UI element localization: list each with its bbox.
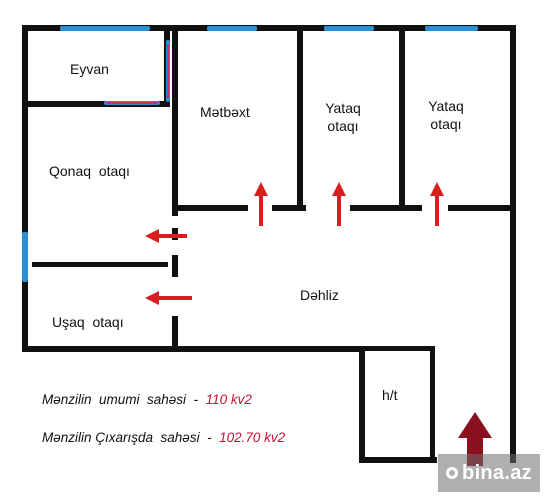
arrow-left-usaq [145, 291, 192, 305]
arrow-left-qonaq [145, 229, 187, 243]
window-qonaq [22, 232, 28, 282]
room-label-yataq2: Yataq otaqı [421, 97, 471, 133]
total-area-value: 110 kv2 [205, 392, 252, 407]
door-arrows [145, 182, 444, 305]
window-yataq2 [425, 26, 478, 31]
extract-area-value: 102.70 kv2 [219, 430, 286, 445]
room-label-yataq1-line2: otaqı [327, 118, 359, 134]
room-label-metbext: Mətbəxt [200, 104, 250, 120]
window-metbext [207, 26, 257, 31]
window-eyvan-bottom-inner [107, 102, 157, 104]
watermark: bina.az [438, 454, 540, 492]
room-label-dehliz: Dəhliz [300, 287, 339, 303]
room-label-yataq1-line1: Yataq [325, 100, 361, 116]
room-label-usaq: Uşaq otaqı [52, 314, 124, 330]
total-area: Mənzilin umumi sahəsi - 110 kv2 [42, 392, 252, 407]
arrow-up-yataq2 [430, 182, 444, 226]
room-label-yataq2-line2: otaqı [430, 116, 462, 132]
arrow-up-metbext [254, 182, 268, 226]
room-label-eyvan: Eyvan [70, 61, 109, 77]
window-eyvan [60, 26, 150, 31]
room-label-qonaq: Qonaq otaqı [49, 163, 130, 179]
watermark-text: bina.az [462, 461, 532, 484]
room-label-ht: h/t [382, 387, 398, 403]
bina-logo-icon [446, 467, 459, 479]
extract-area-label: Mənzilin Çıxarışda sahəsi - [42, 430, 220, 445]
outer-walls [22, 25, 516, 463]
extract-area: Mənzilin Çıxarışda sahəsi - 102.70 kv2 [42, 430, 285, 445]
room-label-yataq2-line1: Yataq [428, 98, 464, 114]
window-yataq1 [324, 26, 374, 31]
room-label-yataq1: Yataq otaqı [318, 99, 368, 135]
window-eyvan-side-inner [167, 44, 169, 98]
entrance-arrow [458, 412, 492, 466]
arrow-up-yataq1 [332, 182, 346, 226]
total-area-label: Mənzilin umumi sahəsi - [42, 392, 206, 407]
